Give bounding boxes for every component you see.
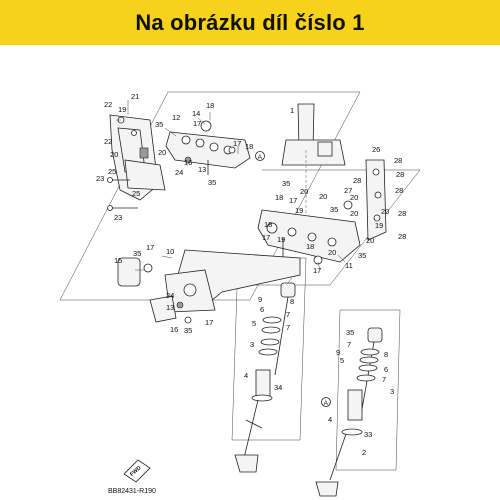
callout-20: 20 xyxy=(158,148,166,157)
callout-13: 13 xyxy=(166,303,174,312)
reference-marker-a-top: A xyxy=(255,151,265,161)
callout-25: 24 xyxy=(175,168,183,177)
callout-7: 7 xyxy=(382,375,386,384)
reference-marker-a-bottom-label: A xyxy=(324,400,329,407)
callout-6: 6 xyxy=(260,305,264,314)
banner-title: Na obrázku díl číslo 1 xyxy=(135,9,365,35)
callout-24: 23 xyxy=(114,213,122,222)
callout-33: 35 xyxy=(346,328,354,337)
leader-lines xyxy=(116,100,346,284)
callout-20: 20 xyxy=(328,248,336,257)
callout-22: 21 xyxy=(131,92,139,101)
callout-9: 9 xyxy=(336,348,340,357)
callout-18: 18 xyxy=(264,220,272,229)
callout-35: 35 xyxy=(358,251,366,260)
reference-marker-a-top-label: A xyxy=(258,154,263,161)
callout-18: 18 xyxy=(206,101,214,110)
title-banner: Na obrázku díl číslo 1 xyxy=(0,0,500,45)
callout-15: 15 xyxy=(114,256,122,265)
callout-26: 25 xyxy=(108,167,116,176)
callout-29: 28 xyxy=(398,209,406,218)
callout-17: 17 xyxy=(262,233,270,242)
callout-4: 4 xyxy=(244,371,248,380)
callout-14: 14 xyxy=(192,109,200,118)
callout-18: 18 xyxy=(275,193,283,202)
callout-23: 22 xyxy=(104,100,112,109)
callout-5: 5 xyxy=(252,319,256,328)
callout-28: 27 xyxy=(344,186,352,195)
callout-32: 34 xyxy=(274,383,282,392)
callout-17: 17 xyxy=(146,243,154,252)
callout-5: 5 xyxy=(340,356,344,365)
callout-4: 4 xyxy=(328,415,332,424)
callout-25: 24 xyxy=(166,291,174,300)
callout-19: 19 xyxy=(375,221,383,230)
exploded-parts-diagram: 21 22 19 22 20 35 20 25 23 25 23 12 14 1… xyxy=(59,91,421,497)
callout-35: 35 xyxy=(208,178,216,187)
callout-10: 10 xyxy=(166,247,174,256)
callout-17: 17 xyxy=(289,196,297,205)
callout-13: 13 xyxy=(198,165,206,174)
callout-19: 19 xyxy=(295,206,303,215)
callout-16: 16 xyxy=(184,158,192,167)
callout-26: 25 xyxy=(132,189,140,198)
callout-31: 33 xyxy=(364,430,372,439)
callout-1: 1 xyxy=(290,106,294,115)
callout-29: 28 xyxy=(394,156,402,165)
callout-29: 28 xyxy=(398,232,406,241)
callout-35: 35 xyxy=(282,179,290,188)
callout-17: 17 xyxy=(233,139,241,148)
callout-20: 20 xyxy=(350,209,358,218)
fwd-arrow: FWD xyxy=(123,459,151,483)
callout-11: 11 xyxy=(345,261,353,270)
reference-marker-a-bottom: A xyxy=(321,397,331,407)
callout-16: 16 xyxy=(170,325,178,334)
right-side-bracket xyxy=(343,159,387,241)
callout-20: 20 xyxy=(319,192,327,201)
callout-18: 18 xyxy=(245,142,253,151)
callout-3: 3 xyxy=(390,387,394,396)
callout-35: 35 xyxy=(184,326,192,335)
drawing-code: BB82431-R190 xyxy=(108,488,156,495)
callout-17: 17 xyxy=(205,318,213,327)
callout-35: 35 xyxy=(330,205,338,214)
callout-35: 35 xyxy=(133,249,141,258)
handlebar-post xyxy=(281,103,346,215)
right-fork-leg xyxy=(315,327,383,497)
callout-3: 3 xyxy=(250,340,254,349)
callout-7: 7 xyxy=(286,323,290,332)
callout-12: 12 xyxy=(172,113,180,122)
callout-20: 20 xyxy=(350,193,358,202)
callout-9: 9 xyxy=(258,295,262,304)
callout-35: 35 xyxy=(155,120,163,129)
callout-29: 28 xyxy=(395,186,403,195)
callout-29: 28 xyxy=(353,176,361,185)
callout-19: 19 xyxy=(277,235,285,244)
lower-bracket-arm xyxy=(117,249,301,324)
callout-18: 18 xyxy=(306,242,314,251)
callout-20: 20 xyxy=(366,236,374,245)
callout-23: 22 xyxy=(104,137,112,146)
callout-8: 8 xyxy=(384,350,388,359)
callout-19: 19 xyxy=(118,105,126,114)
callout-21: 20 xyxy=(110,150,118,159)
callout-20: 20 xyxy=(381,207,389,216)
left-fork-leg xyxy=(234,282,296,473)
callout-2: 2 xyxy=(362,448,366,457)
callout-17: 17 xyxy=(193,119,201,128)
upper-triple-clamp xyxy=(165,120,251,175)
callout-labels: 21 22 19 22 20 35 20 25 23 25 23 12 14 1… xyxy=(96,92,406,457)
callout-17: 17 xyxy=(313,266,321,275)
callout-29: 28 xyxy=(396,170,404,179)
callout-8: 8 xyxy=(290,297,294,306)
callout-7: 7 xyxy=(347,340,351,349)
callout-7: 7 xyxy=(286,310,290,319)
callout-27: 26 xyxy=(372,145,380,154)
callout-6: 6 xyxy=(384,365,388,374)
upper-bracket-assembly xyxy=(107,114,166,211)
callout-20: 20 xyxy=(300,187,308,196)
lower-triple-clamp xyxy=(257,209,361,265)
callout-24: 23 xyxy=(96,174,104,183)
